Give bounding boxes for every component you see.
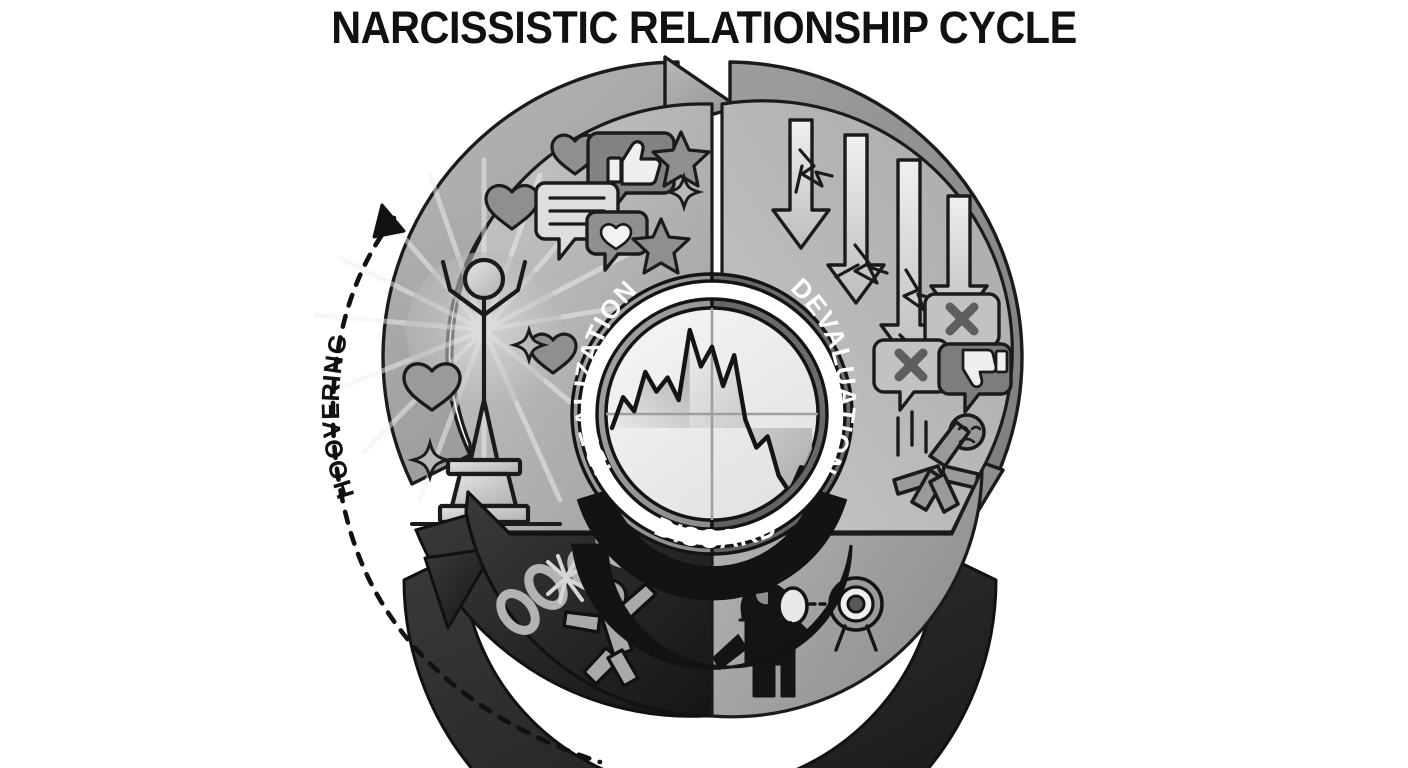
down-arrow-icon: [826, 133, 886, 305]
arrowhead-icon: [372, 203, 406, 239]
heart-icon: [402, 362, 462, 412]
inner-white-ring: [579, 281, 845, 547]
relationship-intensity-chart[interactable]: [604, 306, 820, 522]
chart-area-fall: [689, 330, 812, 493]
discard-sector[interactable]: [402, 468, 998, 768]
falling-person-icon: [892, 413, 986, 514]
discard-band-upper: [576, 488, 848, 601]
crack-icon: [834, 243, 889, 285]
heart-bubble-icon: [585, 210, 649, 272]
heart-icon: [484, 183, 540, 231]
label-hoovering: HOOVERING: [317, 331, 360, 502]
down-arrow-icon: [771, 118, 831, 250]
discard-outer-arc: [402, 550, 998, 768]
star-icon: [651, 130, 711, 188]
chart-line: [609, 327, 815, 495]
motion-lines-icon: [896, 410, 928, 457]
star-icon: [631, 217, 691, 275]
discard-arrowhead: [423, 546, 497, 630]
chart-area-rise: [612, 330, 690, 428]
crack-icon: [794, 148, 834, 194]
thumbs-down-bubble-icon: [937, 342, 1013, 414]
sparkle-icon: [508, 324, 550, 366]
sparkle-icon: [407, 437, 453, 483]
sparkle-icon: [663, 171, 705, 213]
discard-band[interactable]: [571, 543, 853, 670]
inner-ring-outline-outer: [577, 279, 847, 549]
inner-ring-outline-inner: [595, 297, 829, 531]
idealization-sector[interactable]: [313, 55, 740, 540]
magnifying-glass-icon: [777, 586, 809, 643]
page-title: NARCISSISTIC RELATIONSHIP CYCLE: [331, 2, 1077, 53]
